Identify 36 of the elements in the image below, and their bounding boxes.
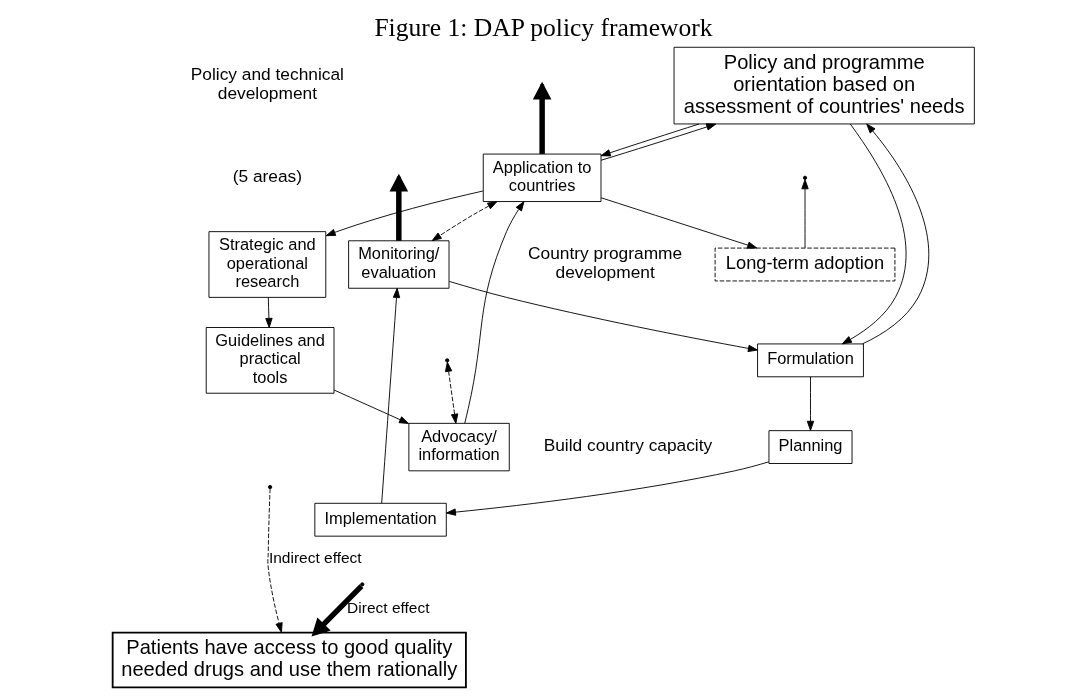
arrow <box>431 201 497 242</box>
arrow <box>264 297 273 328</box>
arrow <box>861 123 929 345</box>
node-box: Patients have access to good quality needed drugs and use them rationally <box>111 631 467 689</box>
arrow <box>806 376 814 431</box>
edge-label: Direct effect <box>346 599 430 617</box>
node-box: Long-term adoption <box>714 247 895 282</box>
arrow <box>800 179 809 249</box>
label: Policy and technical development <box>190 64 344 104</box>
node-box: Monitoring/ evaluation <box>347 240 449 289</box>
arrow <box>600 197 757 249</box>
label: (5 areas) <box>232 166 302 187</box>
arrow <box>325 190 483 237</box>
node-box: Planning <box>768 430 852 464</box>
diagram-title: Figure 1: DAP policy framework <box>373 12 713 42</box>
arrow <box>600 123 699 157</box>
arrow <box>444 361 458 424</box>
arrow <box>600 123 716 161</box>
arrow <box>841 123 906 345</box>
arrow <box>463 201 524 424</box>
arrow <box>333 389 409 424</box>
arrow <box>266 488 283 633</box>
node-box: Formulation <box>756 343 864 378</box>
node-box: Policy and programme orientation based on assessment of countries' needs <box>673 46 975 125</box>
node-box: Implementation <box>313 502 447 537</box>
node-box: Advocacy/ information <box>407 422 510 472</box>
node-box: Strategic and operational research <box>208 231 326 298</box>
node-box: Application to countries <box>482 153 601 202</box>
arrow <box>448 280 758 352</box>
node-box: Guidelines and practical tools <box>205 327 334 394</box>
label: Country programme development <box>527 243 682 283</box>
label: Build country capacity <box>543 435 712 456</box>
arrow <box>445 461 769 516</box>
arrow <box>311 584 363 637</box>
edge-label: Indirect effect <box>268 549 362 567</box>
arrow <box>380 287 400 504</box>
